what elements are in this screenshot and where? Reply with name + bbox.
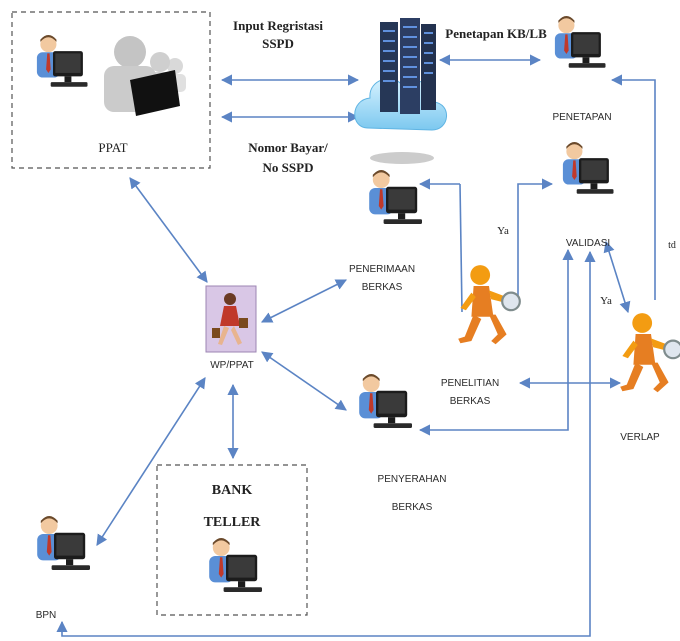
validasi-bpn-arrow (56, 250, 596, 637)
wp-penyerahan-arrow (261, 351, 347, 411)
validasi-computer-user (562, 142, 614, 194)
penetapan-label: PENETAPAN (552, 112, 611, 123)
kb-lb-assignment-label: Penetapan KB/LB (445, 26, 547, 41)
ya-validasi-label: Ya (600, 295, 612, 307)
wp-ppat-label: WP/PPAT (210, 360, 254, 371)
penyerahan-label-line2: BERKAS (392, 502, 433, 513)
ppat-computer-user (36, 35, 88, 87)
ppat-label: PPAT (98, 140, 127, 155)
penelitian-inspector-icon (457, 264, 521, 346)
validasi-label: VALIDASI (566, 238, 610, 249)
penelitian-label-line1: PENELITIAN (441, 378, 499, 389)
input-registration-label-line1: Input Regristasi (233, 18, 323, 33)
penerimaan-label-line1: PENERIMAAN (349, 264, 415, 275)
penelitian-label-line2: BERKAS (450, 396, 491, 407)
payment-number-label-line2: No SSPD (263, 160, 314, 175)
penerimaan-to-penelitian-line (459, 183, 463, 313)
ppat-wp-arrow (129, 177, 208, 283)
wp-ppat-walking-woman-icon (205, 285, 257, 353)
bank-label: BANK (212, 483, 253, 498)
penyerahan-label-line1: PENYERAHAN (378, 474, 447, 485)
penerimaan-label-line2: BERKAS (362, 282, 403, 293)
bpn-computer-user (37, 516, 90, 570)
penetapan-computer-user (554, 16, 606, 68)
bank-teller-computer-user (209, 538, 262, 592)
wp-penerimaan-arrow (260, 279, 348, 323)
input-registration-label-line2: SSPD (262, 36, 294, 51)
ya-penelitian-label: Ya (497, 225, 509, 237)
penyerahan-computer-user (359, 374, 412, 428)
verlap-inspector-icon (619, 312, 680, 394)
payment-number-label-line1: Nomor Bayar/ (248, 140, 328, 155)
penerimaan-computer-user (369, 170, 422, 224)
teller-label: TELLER (204, 515, 262, 530)
wp-bpn-arrow (96, 377, 206, 546)
connectors (56, 54, 656, 637)
server-cloud-icon (354, 18, 447, 164)
verlap-label: VERLAP (620, 432, 660, 443)
penelitian-validasi-arrow (517, 178, 554, 296)
ppat-box (11, 11, 211, 169)
validasi-verlap-arrow (603, 240, 631, 314)
ppat-team-figures-icon (104, 36, 186, 116)
td-label: td (668, 240, 676, 251)
verlap-penetapan-arrow (610, 74, 656, 300)
bpn-label: BPN (36, 610, 57, 621)
